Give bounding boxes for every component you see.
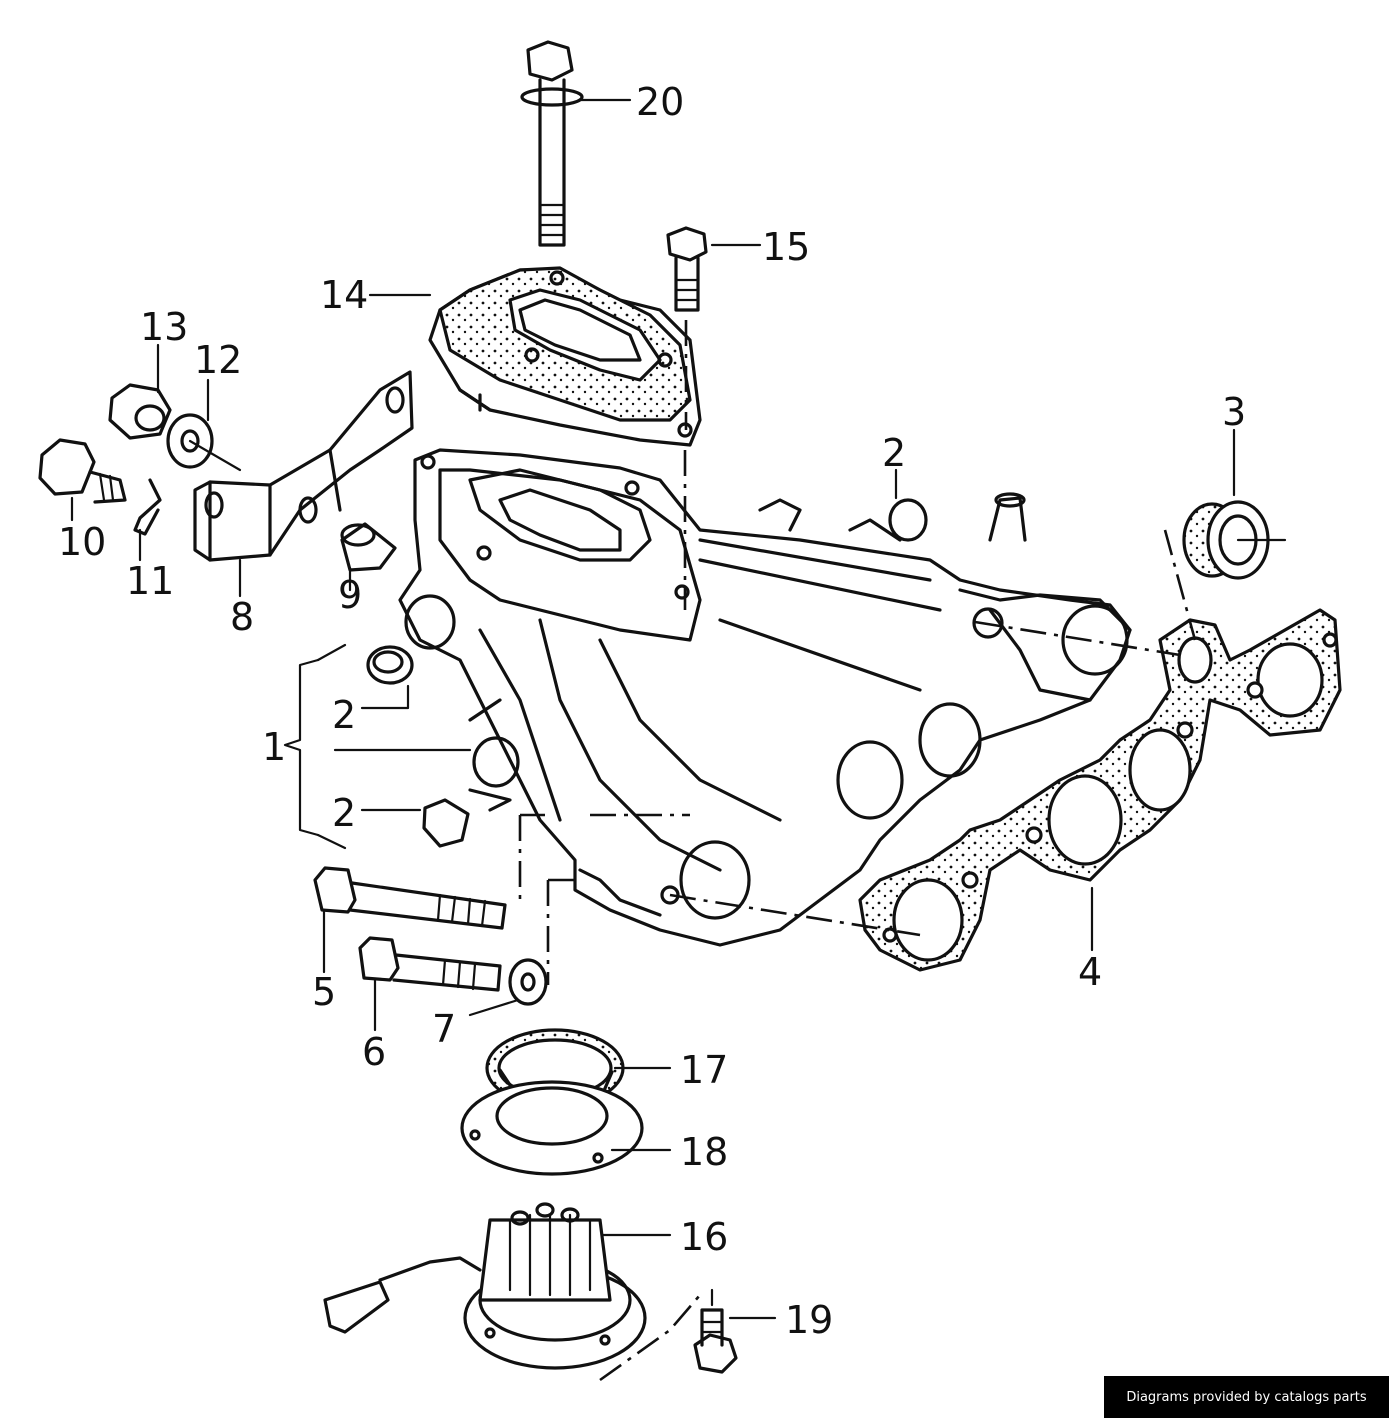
callout-label: 7 — [432, 1007, 456, 1051]
callout-label: 2 — [882, 431, 906, 475]
callout-label: 12 — [194, 338, 242, 382]
seal-ring-part — [366, 645, 470, 848]
throttle-flange-part — [428, 266, 702, 447]
sleeve-part-9 — [340, 522, 397, 572]
callout-label: 14 — [320, 273, 368, 317]
callout-label: 2 — [332, 791, 356, 835]
callout-label: 2 — [332, 693, 356, 737]
washer-part-12 — [166, 413, 242, 472]
screw-part-19 — [693, 1308, 738, 1374]
callout-label: 16 — [680, 1215, 728, 1259]
hex-nut-part-13 — [108, 383, 172, 440]
spring-clip-part-11 — [133, 478, 162, 536]
bolt-part-15 — [666, 226, 708, 312]
callout-label: 5 — [312, 970, 336, 1014]
hex-bolt-part-10 — [38, 438, 127, 504]
callout-label: 19 — [785, 1298, 833, 1342]
long-bolt-part — [520, 40, 584, 247]
callout-label: 1 — [262, 725, 286, 769]
bolt-part-6 — [358, 936, 502, 992]
callout-label: 3 — [1222, 390, 1246, 434]
washer-part-7 — [508, 958, 548, 1006]
callout-label: 6 — [362, 1030, 386, 1074]
callout-label: 10 — [58, 520, 106, 564]
credit-banner: Diagrams provided by catalogs parts — [1104, 1376, 1389, 1418]
callout-label: 20 — [636, 80, 684, 124]
callout-label: 15 — [762, 225, 810, 269]
alignment-lines — [518, 320, 1197, 1382]
manifold-gasket-part — [858, 608, 1342, 972]
callout-label: 4 — [1078, 950, 1102, 994]
callout-label: 11 — [126, 559, 174, 603]
callout-label: 17 — [680, 1048, 728, 1092]
callout-label: 8 — [230, 595, 254, 639]
callout-label: 18 — [680, 1130, 728, 1174]
leader-lines — [70, 98, 1236, 1320]
bolt-part-5 — [313, 866, 507, 930]
heater-element-part-16 — [323, 1202, 647, 1370]
mounting-bracket-part — [193, 370, 414, 562]
intake-manifold-part — [398, 448, 1132, 947]
flange-gasket-part-18 — [460, 1080, 644, 1176]
callout-labels: 1 2 2 2 3 4 5 6 7 8 9 10 11 12 13 14 15 … — [58, 80, 1246, 1342]
callout-label: 13 — [140, 305, 188, 349]
callout-label: 9 — [338, 573, 362, 617]
sealing-cap-part — [1182, 500, 1287, 580]
